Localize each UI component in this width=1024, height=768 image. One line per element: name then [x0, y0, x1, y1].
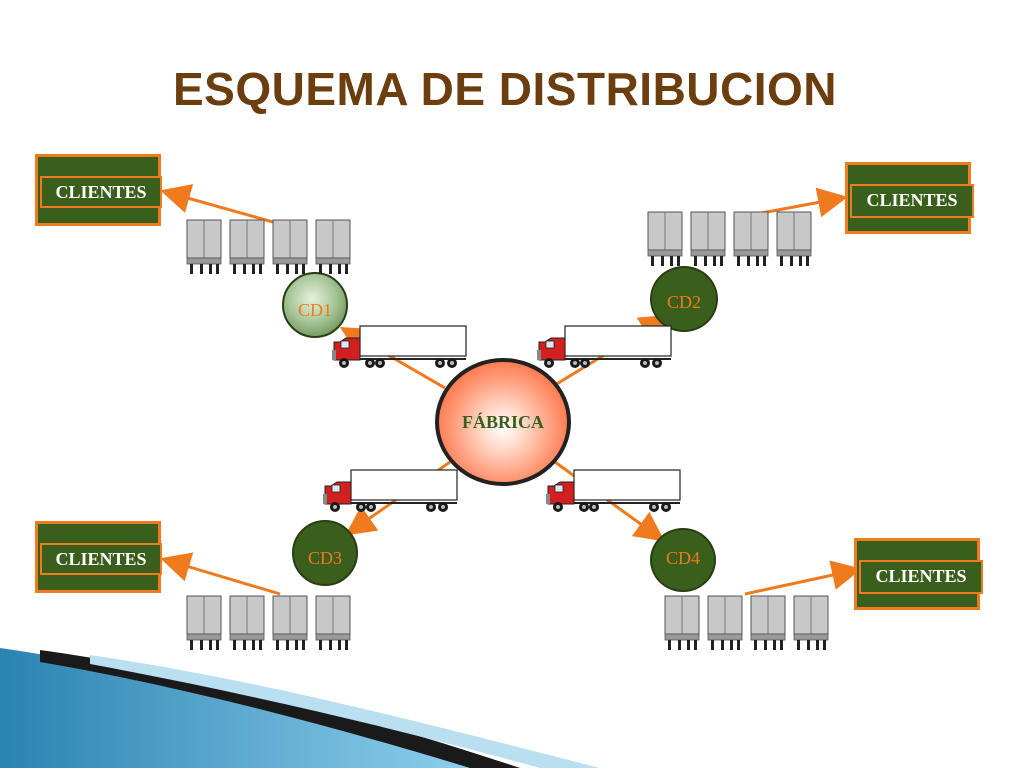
clients-label-bottom-left: CLIENTES: [40, 543, 162, 575]
arrow-cd1-clients: [160, 184, 281, 226]
trailers-cd1: [186, 219, 351, 274]
trailers-cd2: [647, 211, 812, 266]
trailers-cd4: [664, 595, 829, 650]
clients-label-top-right: CLIENTES: [850, 184, 974, 218]
trailers-cd3: [186, 595, 351, 650]
truck-to-cd3: [323, 469, 458, 512]
truck-to-cd2: [537, 325, 672, 368]
factory-label: FÁBRICA: [461, 412, 544, 432]
clients-label-top-left: CLIENTES: [40, 176, 162, 208]
truck-to-cd4: [546, 469, 681, 512]
factory-circle: FÁBRICA: [435, 358, 571, 486]
distribution-center-cd2: CD2: [650, 266, 718, 332]
arrow-cd3-clients: [160, 552, 281, 596]
distribution-center-cd3: CD3: [292, 520, 358, 586]
truck-to-cd1: [332, 325, 467, 368]
clients-label-bottom-right: CLIENTES: [859, 560, 983, 594]
cd1-label: CD1: [297, 300, 332, 320]
distribution-center-cd4: CD4: [650, 528, 716, 592]
cd2-label: CD2: [666, 292, 701, 312]
page-title: ESQUEMA DE DISTRIBUCION: [172, 63, 838, 115]
cd4-label: CD4: [665, 548, 700, 568]
distribution-center-cd1: CD1: [282, 272, 348, 338]
cd3-label: CD3: [307, 548, 342, 568]
arrow-cd4-clients: [744, 560, 862, 596]
